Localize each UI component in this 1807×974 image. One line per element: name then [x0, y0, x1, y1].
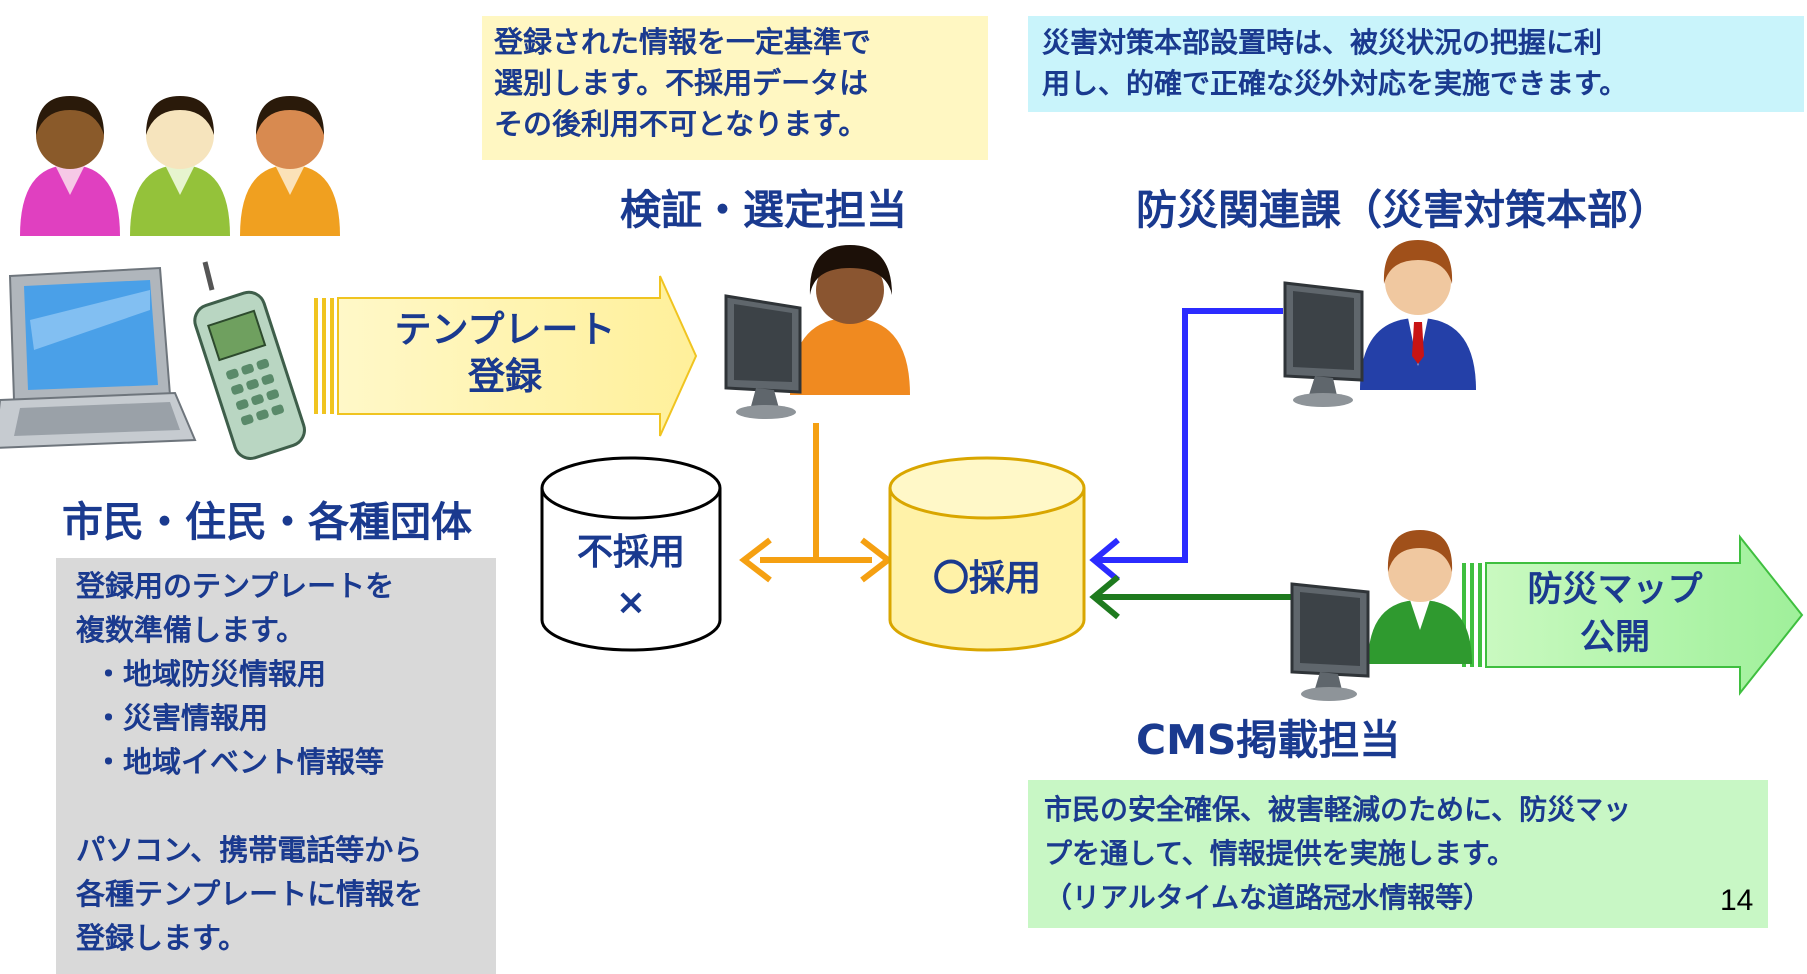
cms-note: 市民の安全確保、被害軽減のために、防災マッ プを通して、情報提供を実施します。 … — [1028, 780, 1768, 928]
rejected-mark: × — [615, 582, 647, 623]
citizen-note: 登録用のテンプレートを 複数準備します。 ・地域防災情報用 ・災害情報用 ・地域… — [56, 558, 496, 974]
map-arrow-label-line-1: 防災マップ — [1527, 570, 1703, 610]
citizen-note-line-9: 登録します。 — [76, 921, 248, 955]
cms-operator-icon — [1290, 530, 1472, 701]
selection-operator-icon — [724, 245, 910, 419]
citizen-note-line-3: ・地域防災情報用 — [94, 657, 327, 691]
citizen-note-line-8: 各種テンプレートに情報を — [76, 877, 424, 911]
disaster-role-title: 防災関連課（災害対策本部） — [1136, 186, 1669, 234]
citizens-role-title: 市民・住民・各種団体 — [62, 498, 472, 546]
adopted-database-label: 〇採用 — [932, 558, 1041, 599]
map-arrow-label-line-2: 公開 — [1579, 618, 1650, 658]
map-arrow-label: 防災マップ 公開 — [1490, 566, 1740, 662]
citizen-note-line-4: ・災害情報用 — [94, 701, 269, 735]
laptop-icon — [0, 266, 197, 449]
citizen-note-line-7: パソコン、携帯電話等から — [76, 833, 423, 867]
hq-connector — [1089, 308, 1283, 583]
selection-role-title: 検証・選定担当 — [620, 186, 907, 234]
template-arrow-label-line-1: テンプレート — [394, 308, 616, 351]
selection-connector — [739, 423, 893, 583]
selection-note-line-2: 選別します。不採用データは — [494, 66, 869, 100]
selection-note: 登録された情報を一定基準で 選別します。不採用データは その後利用不可となります… — [482, 16, 988, 160]
adopted-database — [888, 456, 1086, 652]
map-publish-arrow — [1462, 534, 1804, 696]
selection-note-line-3: その後利用不可となります。 — [494, 107, 868, 141]
rejected-database — [540, 456, 722, 652]
selection-note-line-1: 登録された情報を一定基準で — [494, 25, 872, 59]
hq-note: 災害対策本部設置時は、被災状況の把握に利 用し、的確で正確な災外対応を実施できま… — [1028, 16, 1804, 112]
citizen-note-line-6 — [76, 784, 476, 828]
cms-note-line-1: 市民の安全確保、被害軽減のために、防災マッ — [1044, 793, 1632, 826]
rejected-database-title: 不採用 — [576, 532, 685, 573]
cms-role-title: CMS掲載担当 — [1136, 716, 1401, 764]
template-arrow — [314, 275, 698, 437]
hq-note-line-1: 災害対策本部設置時は、被災状況の把握に利 — [1042, 26, 1603, 59]
page-number: 14 — [1720, 884, 1754, 917]
hq-note-line-2: 用し、的確で正確な災外対応を実施できます。 — [1042, 67, 1628, 100]
citizen-note-line-2: 複数準備します。 — [76, 613, 306, 647]
cms-note-line-3: （リアルタイムな道路冠水情報等） — [1044, 881, 1492, 914]
cms-note-line-2: プを通して、情報提供を実施します。 — [1044, 837, 1515, 870]
citizen-note-line-5: ・地域イベント情報等 — [94, 745, 385, 779]
citizen-group-icon — [20, 96, 340, 236]
hq-operator-icon — [1283, 240, 1476, 407]
citizen-note-line-1: 登録用のテンプレートを — [76, 569, 395, 603]
cms-connector — [1089, 574, 1300, 620]
mobile-phone-icon — [193, 261, 306, 460]
rejected-database-label: 不採用 × — [552, 528, 710, 628]
template-arrow-label: テンプレート 登録 — [360, 306, 650, 400]
template-arrow-label-line-2: 登録 — [468, 355, 542, 398]
